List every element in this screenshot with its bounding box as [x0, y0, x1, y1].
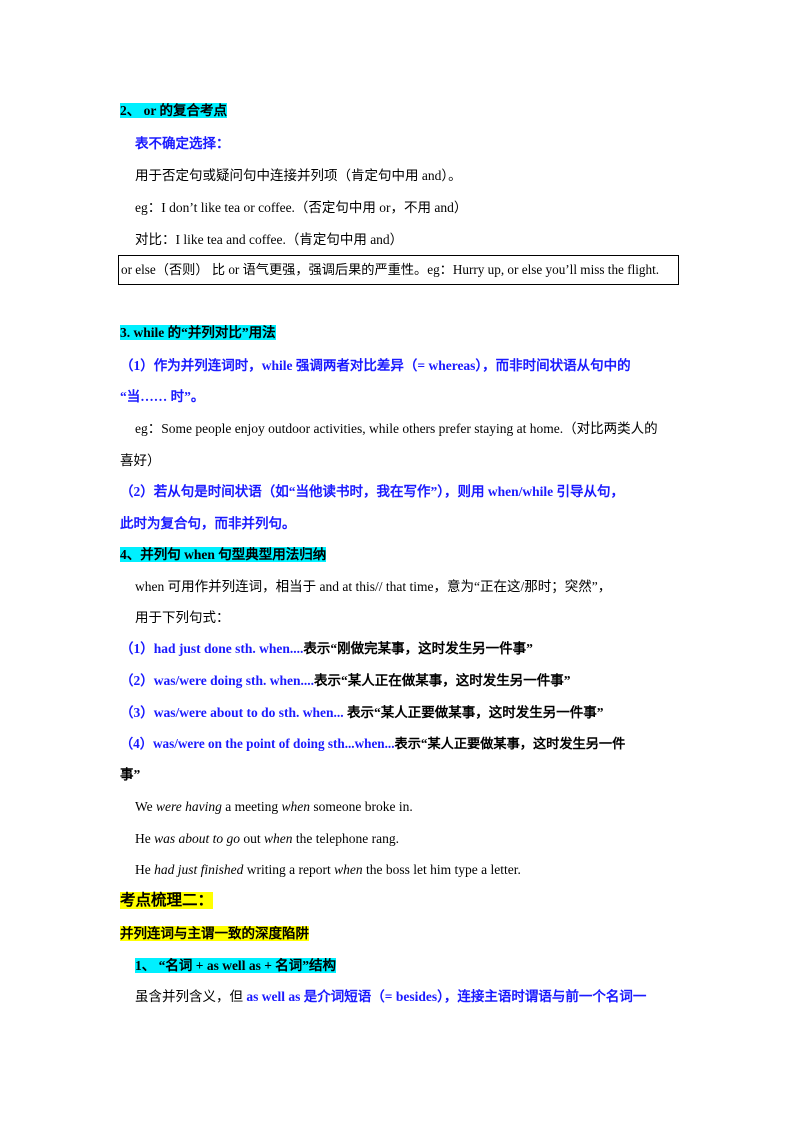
example-sentence-2: He was about to go out when the telephon… — [135, 829, 399, 849]
section-2-subheading: 表不确定选择： — [135, 136, 230, 151]
pattern-item-4: （4）was/were on the point of doing sth...… — [120, 734, 625, 754]
section-4-heading-text: 4、并列句 when 句型典型用法归纳 — [120, 547, 327, 562]
section-4-intro-1: when 可用作并列连词，相当于 and at this// that time… — [135, 579, 612, 594]
ex1-b: were having — [156, 799, 222, 814]
ex3-a: He — [135, 862, 155, 877]
part-2-subheading-text: 并列连词与主谓一致的深度陷阱 — [120, 926, 309, 941]
part-2-line: 虽含并列含义，但 as well as 是介词短语（= besides），连接主… — [135, 987, 646, 1007]
part-2-heading: 考点梳理二： — [120, 891, 214, 911]
ex2-b: was about to go — [154, 831, 241, 846]
pattern-item-3-num: （3） — [120, 705, 154, 720]
section-4-heading: 4、并列句 when 句型典型用法归纳 — [120, 545, 327, 565]
section-4-intro-2: 用于下列句式： — [135, 610, 230, 625]
pattern-item-2-en: was/were doing sth. when.... — [153, 673, 315, 688]
example-sentence-3: He had just finished writing a report wh… — [135, 860, 521, 880]
pattern-item-2: （2）was/were doing sth. when....表示“某人正在做某… — [120, 671, 571, 691]
section-3-heading: 3. while 的“并列对比”用法 — [120, 323, 276, 343]
section-3-point-2a: （2）若从句是时间状语（如“当他读书时，我在写作”），则用 when/while… — [120, 484, 625, 499]
ex3-b: had just finished — [154, 862, 244, 877]
ex3-d: when — [334, 862, 363, 877]
section-2-example: eg：I don’t like tea or coffee.（否定句中用 or，… — [135, 200, 468, 215]
section-2-contrast: 对比：I like tea and coffee.（肯定句中用 and） — [135, 232, 404, 247]
part-2-line-a: 虽含并列含义，但 — [135, 989, 247, 1004]
example-sentence-1: We were having a meeting when someone br… — [135, 797, 413, 817]
pattern-item-2-num: （2） — [120, 673, 154, 688]
section-3-point-1a: （1）作为并列连词时，while 强调两者对比差异（= whereas），而非时… — [120, 358, 631, 373]
pattern-item-3-en: was/were about to do sth. when... — [153, 705, 344, 720]
section-2-heading: 2、 or 的复合考点 — [120, 101, 227, 121]
section-3-example-b: 喜好） — [120, 453, 161, 468]
part-2-item-1: 1、 “名词 + as well as + 名词”结构 — [135, 956, 337, 976]
pattern-item-1-en: had just done sth. when.... — [153, 641, 304, 656]
pattern-item-4-num: （4） — [120, 736, 153, 751]
ex1-c: a meeting — [221, 799, 282, 814]
pattern-item-1-num: （1） — [120, 641, 154, 656]
ex1-a: We — [135, 799, 157, 814]
pattern-item-2-zh: 表示“某人正在做某事，这时发生另一件事” — [314, 673, 571, 688]
pattern-item-4-cont: 事” — [120, 767, 141, 782]
or-else-box — [118, 255, 679, 285]
ex2-a: He — [135, 831, 155, 846]
ex3-e: the boss let him type a letter. — [362, 862, 521, 877]
pattern-item-1: （1）had just done sth. when....表示“刚做完某事，这… — [120, 639, 533, 659]
pattern-item-1-zh: 表示“刚做完某事，这时发生另一件事” — [303, 641, 533, 656]
part-2-line-b: as well as 是介词短语（= besides），连接主语时谓语与前一个名… — [246, 989, 647, 1004]
ex2-d: when — [264, 831, 293, 846]
ex2-e: the telephone rang. — [292, 831, 399, 846]
section-3-example-a: eg：Some people enjoy outdoor activities,… — [135, 421, 658, 436]
section-2-heading-text: 2、 or 的复合考点 — [120, 103, 227, 118]
part-2-subheading: 并列连词与主谓一致的深度陷阱 — [120, 924, 309, 944]
part-2-item-1-text: 1、 “名词 + as well as + 名词”结构 — [135, 958, 337, 973]
or-else-text: or else（否则） 比 or 语气更强，强调后果的严重性。eg：Hurry … — [121, 262, 660, 277]
section-3-point-2b: 此时为复合句，而非并列句。 — [120, 516, 296, 531]
section-3-point-1b: “当…… 时”。 — [120, 389, 205, 404]
ex3-c: writing a report — [243, 862, 335, 877]
section-2-line-1: 用于否定句或疑问句中连接并列项（肯定句中用 and）。 — [135, 168, 462, 183]
ex1-d: when — [281, 799, 311, 814]
ex2-c: out — [240, 831, 265, 846]
pattern-item-3-zh: 表示“某人正要做某事，这时发生另一件事” — [343, 705, 604, 720]
pattern-item-3: （3）was/were about to do sth. when... 表示“… — [120, 703, 604, 723]
pattern-item-4-en: was/were on the point of doing sth...whe… — [152, 736, 395, 751]
ex1-e: someone broke in. — [310, 799, 413, 814]
part-2-heading-text: 考点梳理二： — [120, 892, 214, 909]
section-3-heading-text: 3. while 的“并列对比”用法 — [120, 325, 276, 340]
pattern-item-4-zh: 表示“某人正要做某事，这时发生另一件 — [394, 736, 626, 751]
